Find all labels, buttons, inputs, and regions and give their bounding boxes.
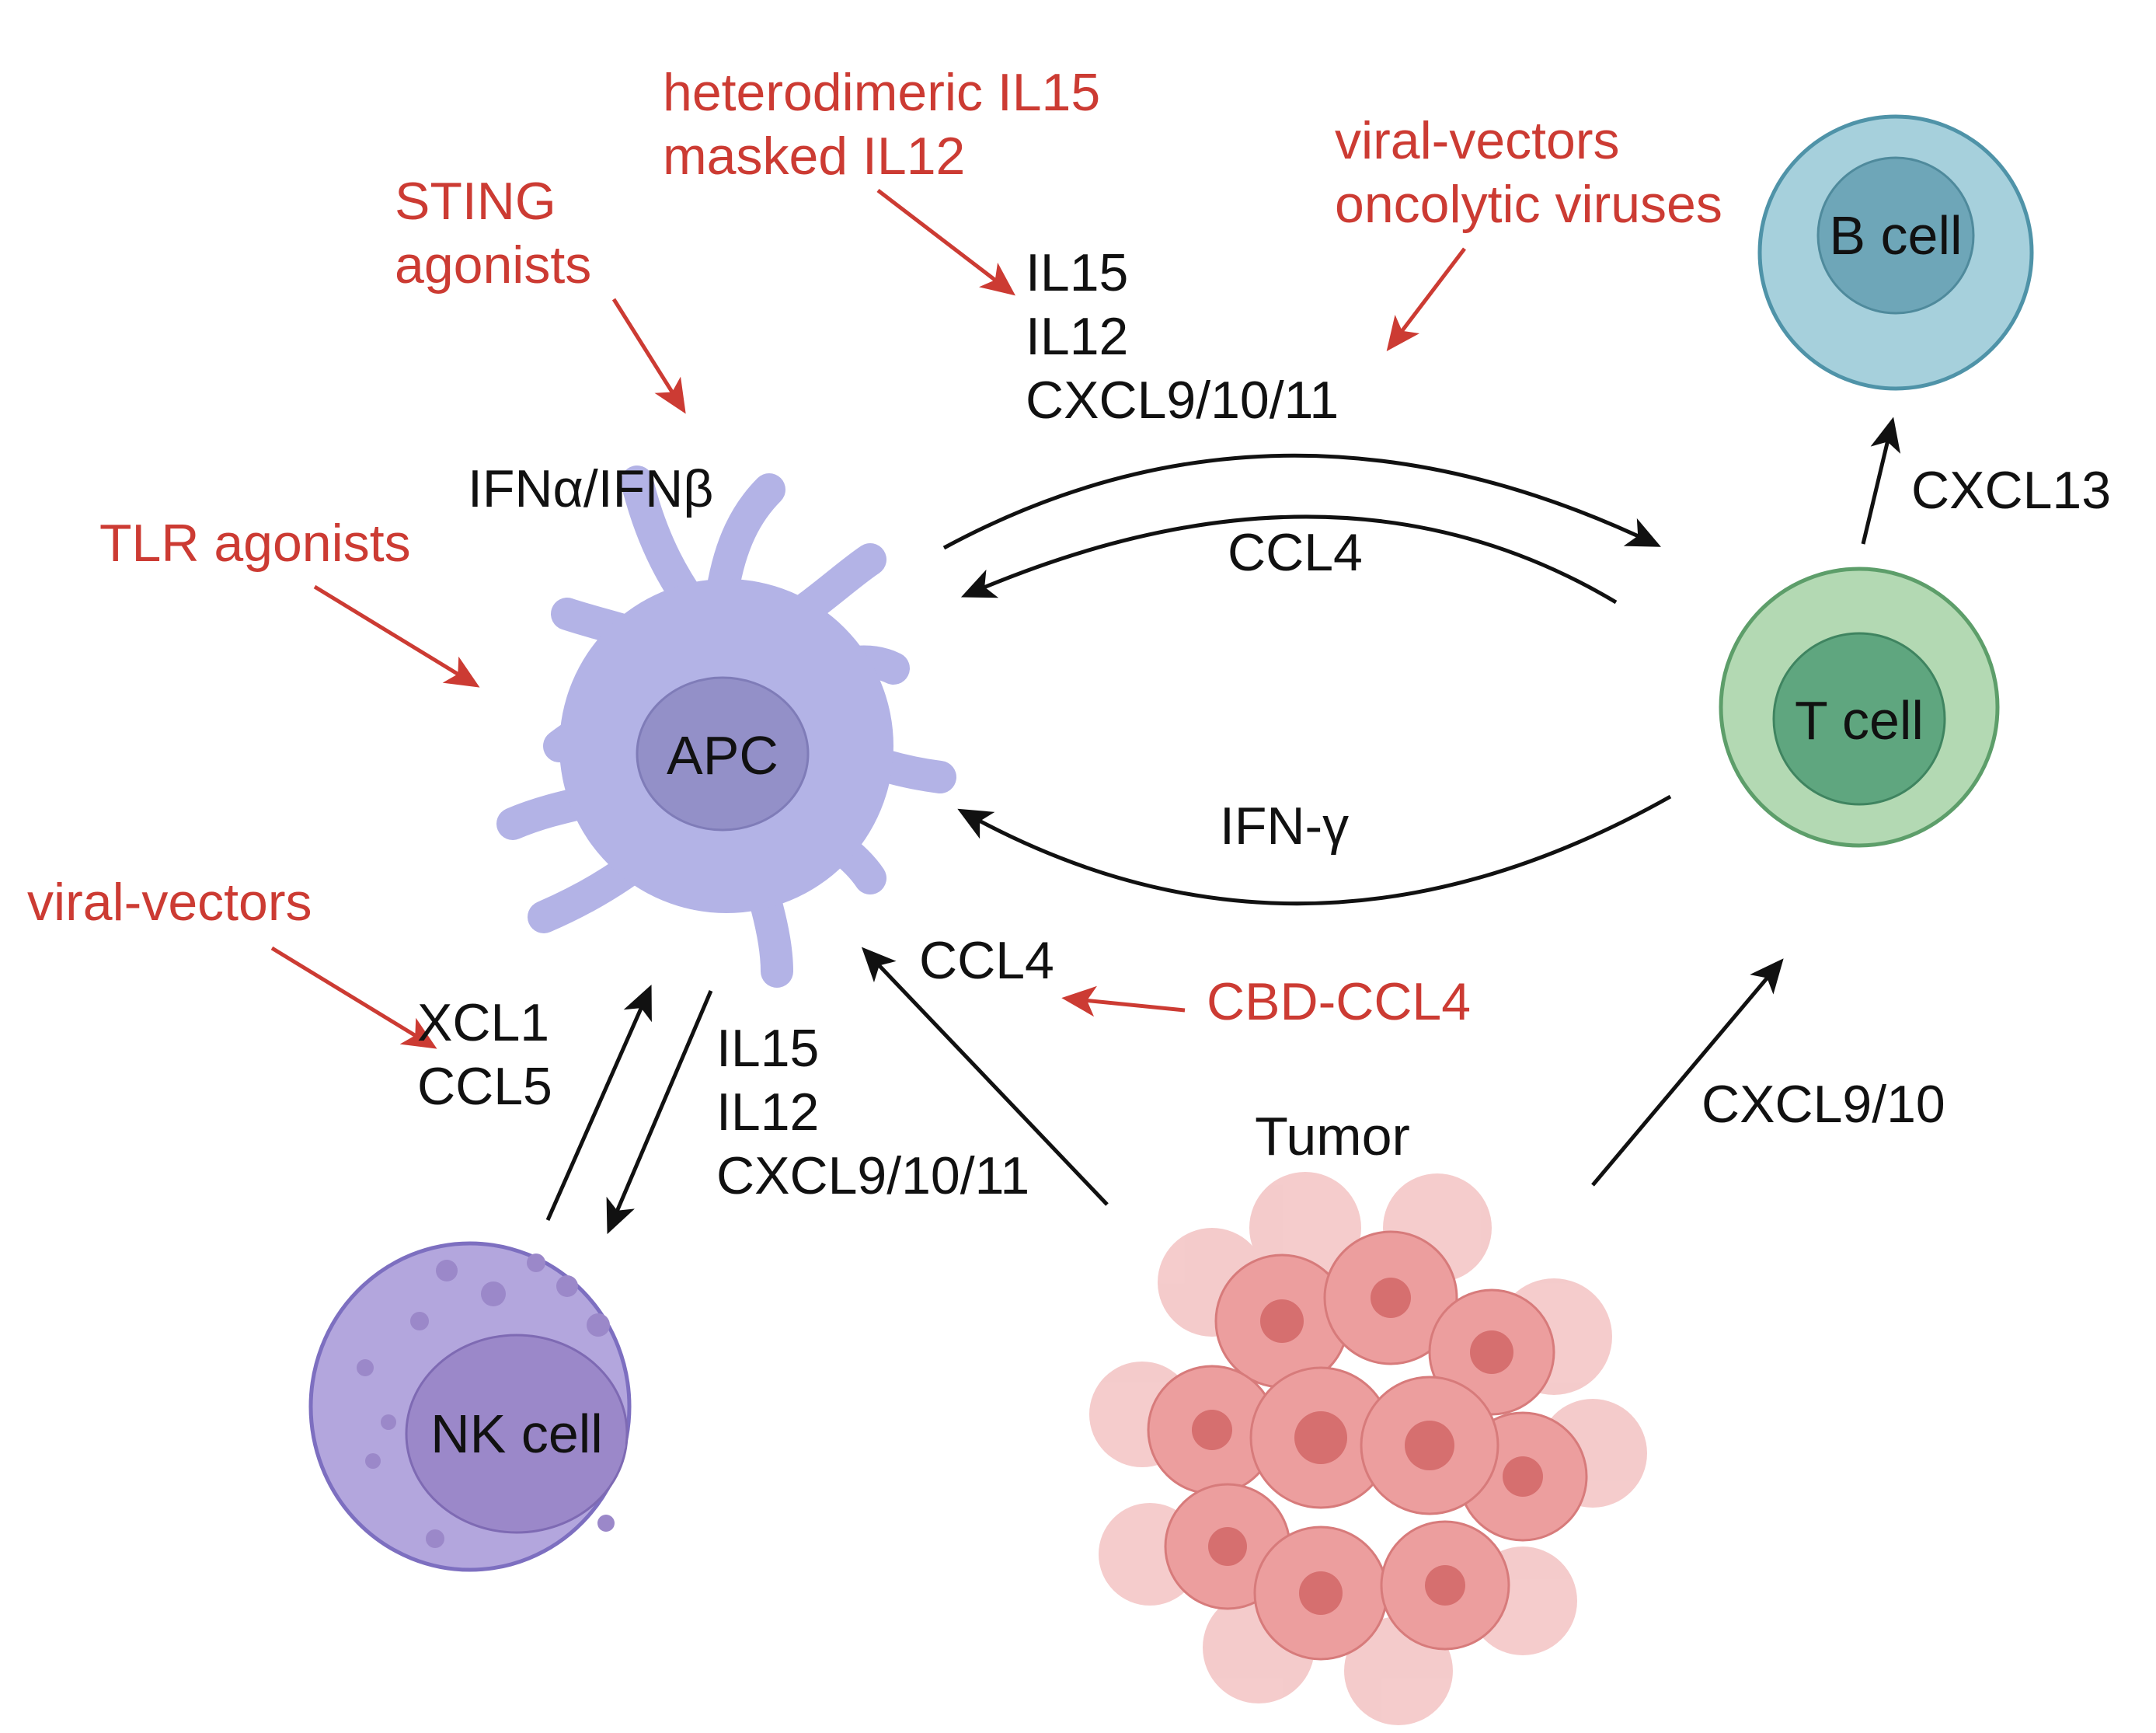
signal-cxcl9-10: CXCL9/10 <box>1701 1075 1945 1134</box>
signal-ccl4-top: CCL4 <box>1228 523 1363 582</box>
arrow-tumor-to-tcell <box>1591 958 1784 1187</box>
intervention-viral-vectors-left: viral-vectors <box>27 873 312 932</box>
signal-ifn-gamma: IFN-γ <box>1220 797 1350 856</box>
intervention-viral-vectors-top: viral-vectors <box>1335 111 1620 170</box>
nk-cell <box>308 1241 632 1572</box>
tumor-mass <box>1089 1172 1647 1725</box>
arrow-tcell-to-apc-ifng <box>957 794 1672 906</box>
arrow-tcell-to-apc-ccl4 <box>960 514 1618 605</box>
tumor-label: Tumor <box>1255 1106 1410 1166</box>
apc-cell <box>496 466 956 988</box>
arrow-apc-to-tcell-top <box>942 453 1661 550</box>
b-cell <box>1757 114 2034 391</box>
nk-cell-label: NK cell <box>430 1403 603 1464</box>
arrow-tcell-to-bcell <box>1861 417 1901 545</box>
signal-arrows <box>545 417 1901 1235</box>
intervention-sting-line1: STING <box>395 172 556 231</box>
arrow-viral-left <box>270 946 437 1049</box>
signal-cxcl13: CXCL13 <box>1911 461 2112 520</box>
signal-top-il15: IL15 <box>1026 243 1129 302</box>
arrow-cbd-ccl4 <box>1061 985 1186 1017</box>
arrow-nk-to-apc <box>545 984 652 1222</box>
intervention-tlr-agonists: TLR agonists <box>99 514 411 573</box>
signal-top-cxcl9-10-11: CXCL9/10/11 <box>1026 371 1339 430</box>
signal-ccl4-tumor: CCL4 <box>919 931 1054 990</box>
intervention-arrows <box>270 189 1466 1049</box>
intervention-sting-line2: agonists <box>395 235 592 295</box>
signal-low-il12: IL12 <box>716 1083 820 1142</box>
intervention-cbd-ccl4: CBD-CCL4 <box>1207 972 1472 1031</box>
arrow-viral-top <box>1386 247 1466 352</box>
b-cell-label: B cell <box>1829 205 1963 266</box>
signal-low-il15: IL15 <box>716 1019 820 1078</box>
t-cell <box>1719 567 2000 848</box>
signal-ifn-alpha-beta: IFNα/IFNβ <box>468 459 714 518</box>
signal-xcl1: XCL1 <box>417 993 550 1052</box>
arrow-tlr <box>313 584 480 688</box>
signal-ccl5: CCL5 <box>417 1057 552 1116</box>
arrow-sting <box>611 298 686 414</box>
signal-top-il12: IL12 <box>1026 307 1129 366</box>
arrow-apc-to-nk <box>606 990 713 1235</box>
t-cell-label: T cell <box>1795 690 1924 751</box>
intervention-oncolytic-viruses: oncolytic viruses <box>1335 175 1722 234</box>
apc-label: APC <box>667 725 778 786</box>
intervention-masked-il12: masked IL12 <box>663 127 966 186</box>
arrow-hetero-il15 <box>876 189 1015 296</box>
intervention-hetero-il15: heterodimeric IL15 <box>663 63 1101 122</box>
arrow-tumor-to-apc <box>861 947 1109 1206</box>
signal-low-cxcl9-10-11: CXCL9/10/11 <box>716 1146 1030 1205</box>
